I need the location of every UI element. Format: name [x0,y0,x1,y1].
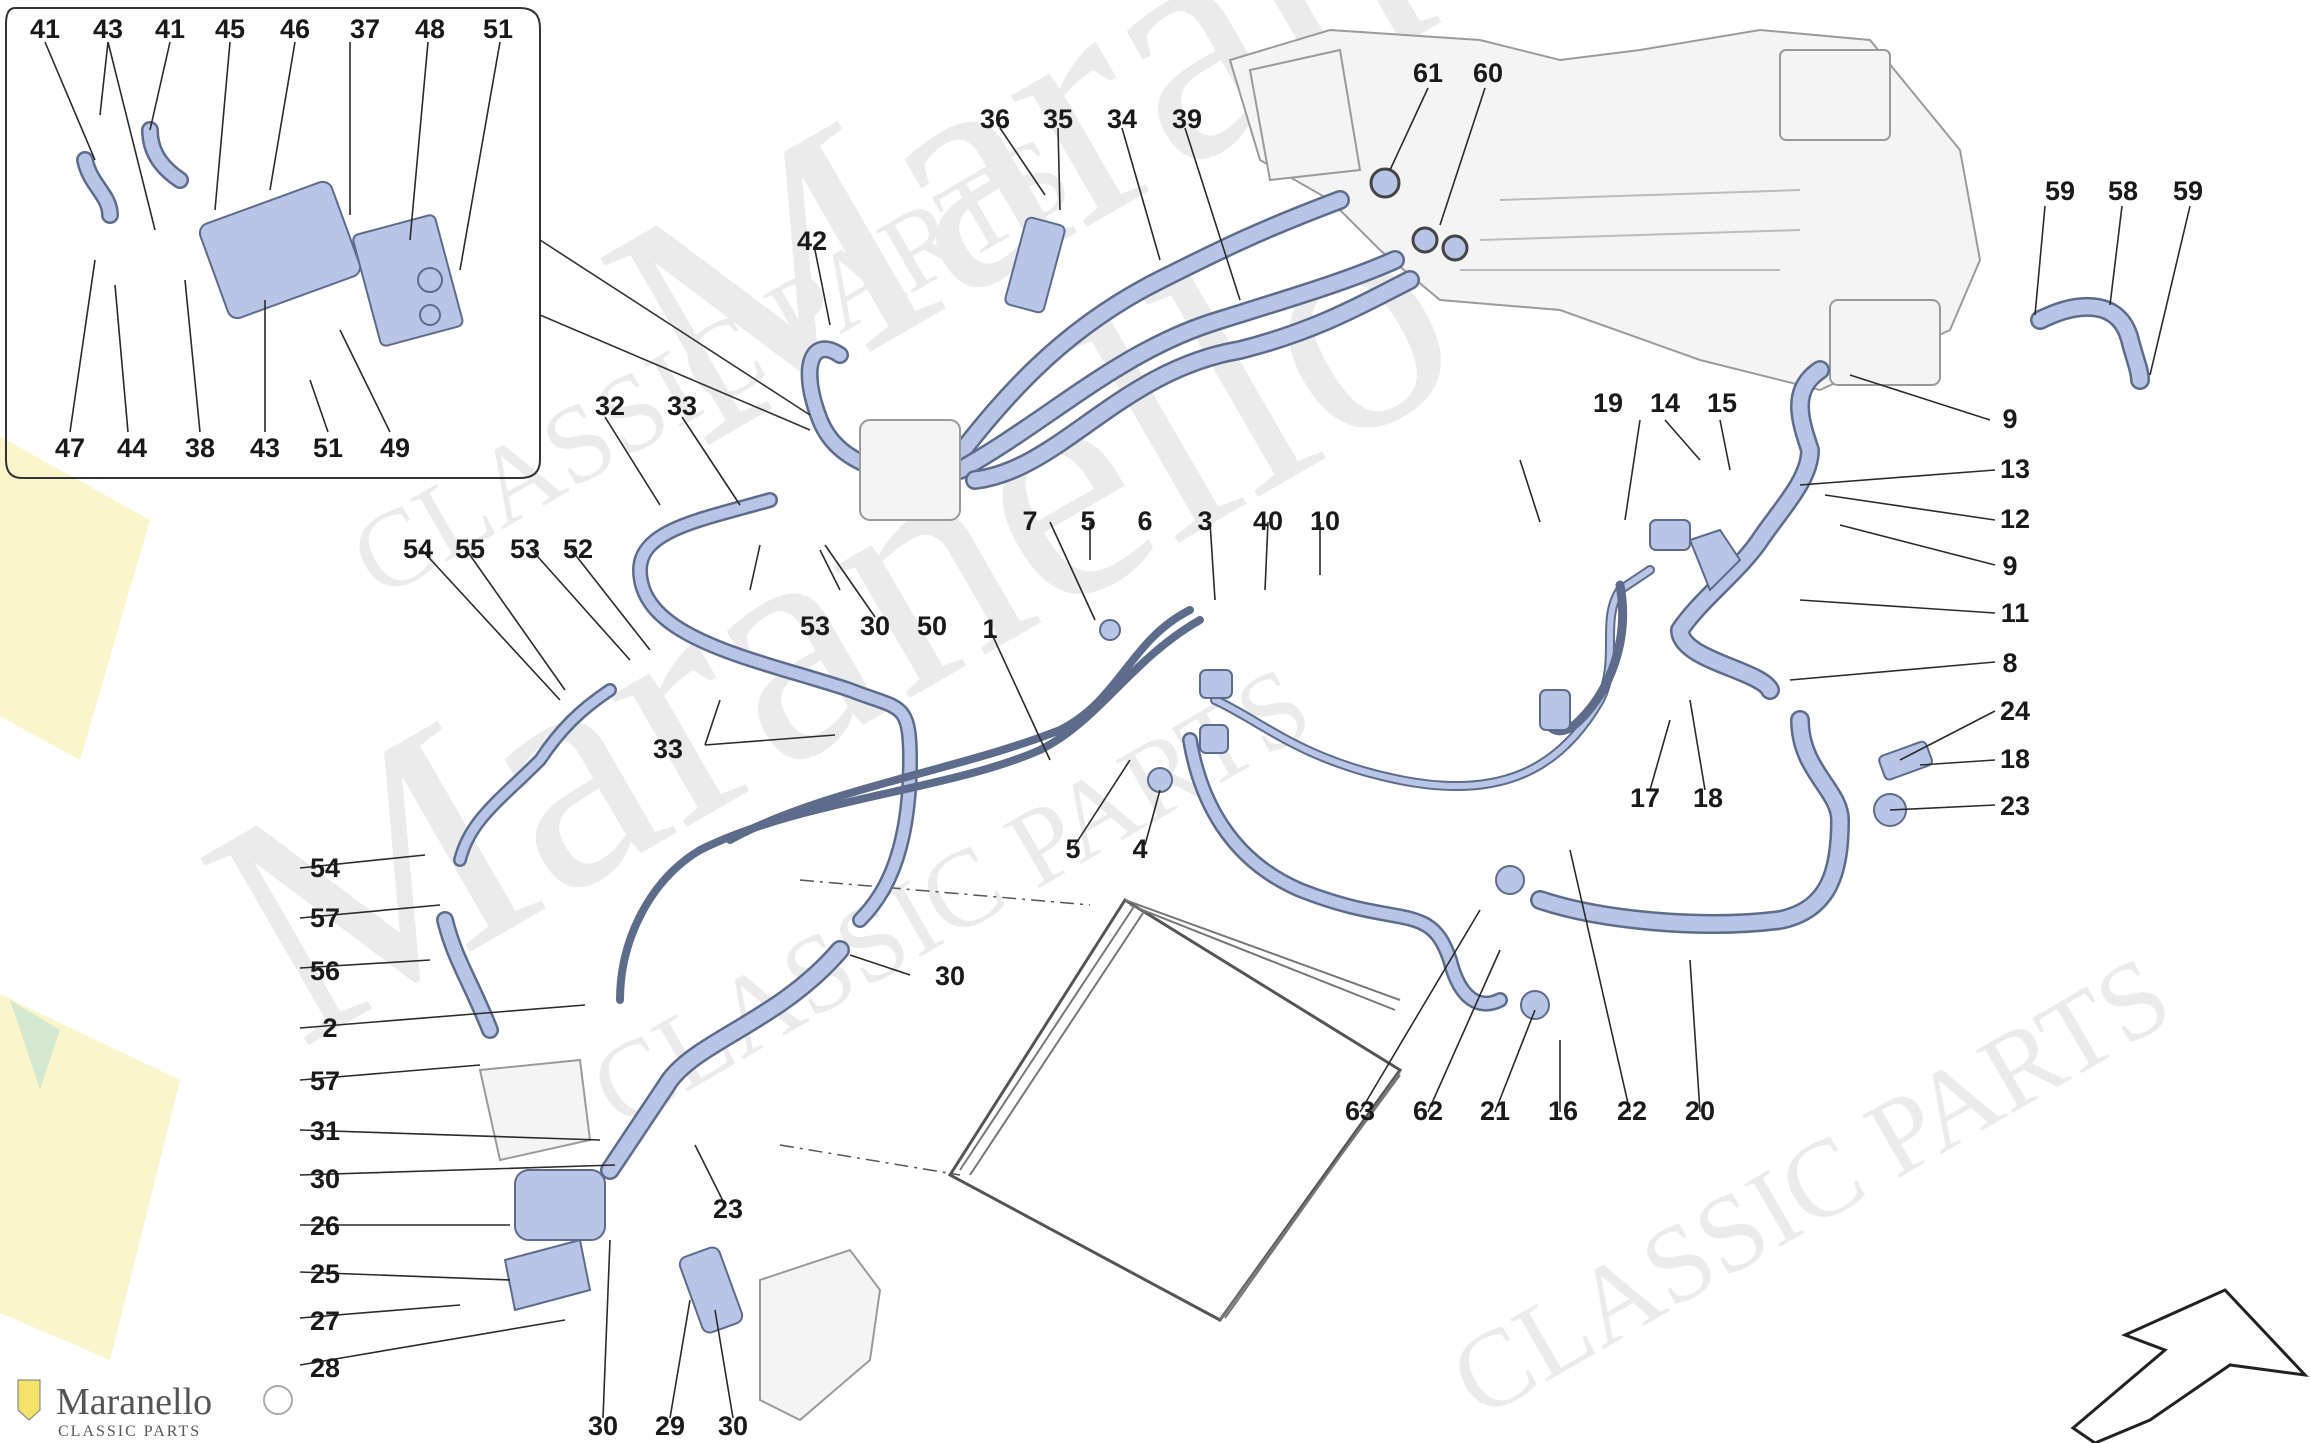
callout-43: 43 [93,14,123,44]
callout-1: 1 [982,614,997,644]
callout-22: 22 [1617,1096,1647,1126]
callout-59: 59 [2045,176,2075,206]
callout-9: 9 [2002,551,2017,581]
callout-41: 41 [155,14,185,44]
callout-23: 23 [713,1194,743,1224]
callout-16: 16 [1548,1096,1578,1126]
callout-44: 44 [117,433,147,463]
leader-lines [44,41,2191,1419]
callout-57: 57 [310,903,340,933]
callout-17: 17 [1630,783,1660,813]
callout-53: 53 [510,534,540,564]
small-parts [198,180,1933,1422]
callout-23: 23 [2000,791,2030,821]
callout-58: 58 [2108,176,2138,206]
callout-38: 38 [185,433,215,463]
callout-24: 24 [2000,696,2030,726]
brand-subtitle: CLASSIC PARTS [58,1423,201,1440]
callout-18: 18 [2000,744,2030,774]
callout-63: 63 [1345,1096,1375,1126]
callout-40: 40 [1253,506,1283,536]
callout-5: 5 [1080,506,1095,536]
callout-14: 14 [1650,388,1680,418]
callout-4: 4 [1132,834,1147,864]
callout-20: 20 [1685,1096,1715,1126]
hvac-unit [1228,28,1982,392]
callout-10: 10 [1310,506,1340,536]
callout-18: 18 [1693,783,1723,813]
callout-9: 9 [2002,404,2017,434]
callout-19: 19 [1593,388,1623,418]
callout-33: 33 [653,734,683,764]
callout-57: 57 [310,1066,340,1096]
callout-41: 41 [30,14,60,44]
callout-39: 39 [1172,104,1202,134]
callout-21: 21 [1480,1096,1510,1126]
brand-name: Maranello [56,1381,212,1423]
callout-55: 55 [455,534,485,564]
callout-30: 30 [588,1411,618,1441]
callout-47: 47 [55,433,85,463]
callout-46: 46 [280,14,310,44]
callout-27: 27 [310,1306,340,1336]
callout-51: 51 [313,433,343,463]
callout-11: 11 [2001,598,2030,628]
callout-32: 32 [595,391,625,421]
radiator [779,879,1403,1322]
callout-8: 8 [2002,648,2017,678]
callout-31: 31 [310,1116,340,1146]
callout-26: 26 [310,1211,340,1241]
callout-30: 30 [860,611,890,641]
callout-25: 25 [310,1259,340,1289]
callout-54: 54 [310,853,340,883]
brand-logo: Maranello CLASSIC PARTS [17,1379,293,1440]
callout-29: 29 [655,1411,685,1441]
callout-62: 62 [1413,1096,1443,1126]
callout-33: 33 [667,391,697,421]
callout-12: 12 [2000,504,2030,534]
callout-43: 43 [250,433,280,463]
callout-56: 56 [310,956,340,986]
callout-51: 51 [483,14,513,44]
callout-35: 35 [1043,104,1073,134]
callout-60: 60 [1473,58,1503,88]
callout-2: 2 [322,1013,337,1043]
callout-42: 42 [797,226,827,256]
callout-52: 52 [563,534,593,564]
callout-6: 6 [1137,506,1152,536]
callout-30: 30 [718,1411,748,1441]
callout-30: 30 [310,1164,340,1194]
callout-37: 37 [350,14,380,44]
callout-7: 7 [1022,506,1037,536]
callout-50: 50 [917,611,947,641]
callout-54: 54 [403,534,433,564]
callout-45: 45 [215,14,245,44]
callout-49: 49 [380,433,410,463]
coolant-hoses [76,121,2150,1180]
callout-15: 15 [1707,388,1737,418]
direction-arrow-icon [2070,1288,2309,1443]
callout-34: 34 [1107,104,1137,134]
callout-28: 28 [310,1353,340,1383]
callout-3: 3 [1197,506,1212,536]
callout-61: 61 [1413,58,1443,88]
callout-5: 5 [1065,834,1080,864]
detail-inset [5,7,811,479]
callout-labels: 41 43 41 45 46 37 48 51 47 44 38 43 51 4… [30,14,2203,1441]
callout-48: 48 [415,14,445,44]
callout-13: 13 [2000,454,2030,484]
callout-53: 53 [800,611,830,641]
callout-30: 30 [935,961,965,991]
shield-watermark-icon [0,436,180,1360]
callout-36: 36 [980,104,1010,134]
callout-59: 59 [2173,176,2203,206]
